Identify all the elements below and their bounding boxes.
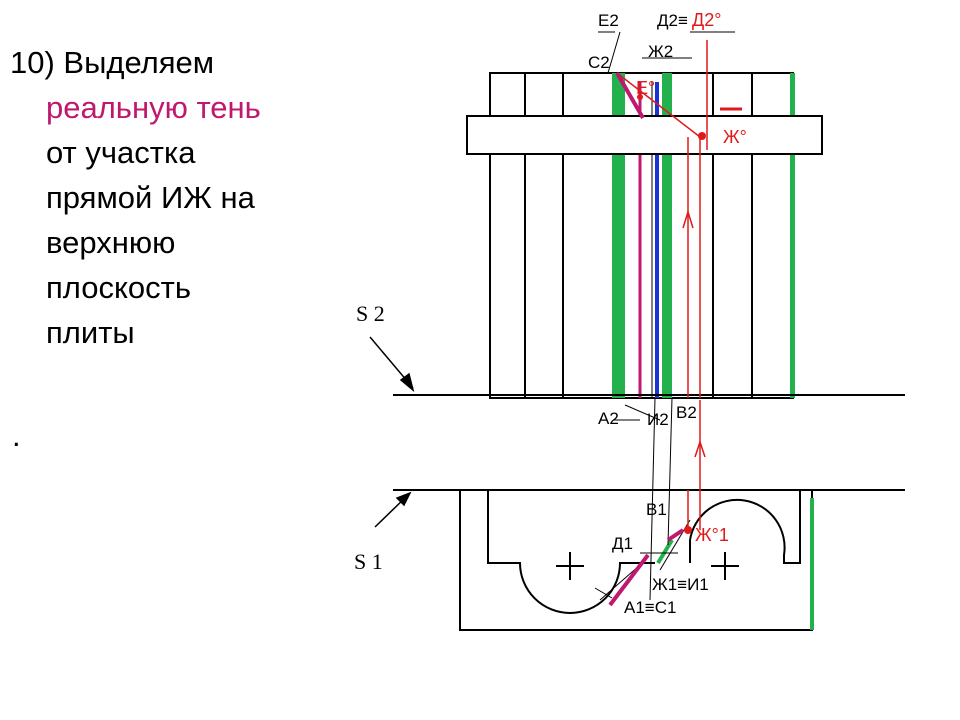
arrow-up-2	[694, 439, 706, 458]
shadow-segment-plan	[608, 553, 650, 607]
label-s2: S 2	[356, 301, 385, 326]
arrow-s2	[399, 372, 415, 393]
green-edge-right	[790, 73, 795, 398]
point-zh-zero	[698, 132, 706, 140]
label-zh-zero-1: Ж°1	[695, 525, 729, 545]
label-e2: E2	[598, 11, 619, 30]
direction-arrows	[369, 336, 415, 528]
label-d1: Д1	[612, 534, 633, 553]
label-zh2: Ж2	[648, 42, 673, 61]
note-dot: .	[12, 418, 21, 453]
ray-top	[616, 72, 701, 138]
label-b2: B2	[676, 403, 697, 422]
shadow-segment-top	[615, 71, 645, 120]
point-zh-zero-1	[684, 526, 692, 534]
label-a1-c1: A1≡C1	[624, 598, 676, 617]
arrow-s1	[395, 491, 412, 507]
label-e-zero: E°	[636, 78, 655, 98]
arrow-up-1	[682, 209, 694, 229]
horizontal-plate	[393, 394, 905, 491]
center-marks	[556, 552, 739, 580]
points	[637, 94, 706, 534]
label-a2: A2	[598, 409, 619, 428]
caption-line-3: от участка	[46, 135, 196, 170]
caption-line-5: верхнюю	[46, 225, 176, 260]
plan-green-shadow	[656, 538, 674, 565]
caption-line-7: плиты	[46, 315, 135, 350]
caption: 10) Выделяем реальную тень от участка пр…	[10, 40, 330, 355]
plan-left-arc	[487, 490, 655, 614]
shadow-segment-plan-2	[666, 528, 685, 542]
label-zh1-i1: Ж1≡И1	[652, 575, 709, 594]
label-c2: C2	[588, 53, 610, 72]
green-band-right	[662, 73, 672, 398]
label-i2: И2	[647, 410, 669, 429]
real-shadow	[608, 71, 685, 607]
label-d2-zero: Д2°	[692, 10, 721, 30]
top-slab	[466, 115, 823, 155]
label-zh-zero: Ж°	[723, 127, 747, 147]
point-e-zero	[637, 94, 643, 100]
caption-line-4: прямой ИЖ на	[46, 180, 255, 215]
label-s1: S 1	[354, 549, 383, 574]
plan-view	[459, 490, 814, 631]
caption-line-1: 10) Выделяем	[10, 45, 215, 80]
caption-line-6: плоскость	[46, 270, 191, 305]
label-d2: Д2≡	[657, 11, 688, 30]
plan-right-arc	[689, 490, 801, 564]
label-b1: B1	[646, 500, 667, 519]
red-rays	[616, 40, 742, 530]
caption-line-2: реальную тень	[46, 90, 261, 125]
